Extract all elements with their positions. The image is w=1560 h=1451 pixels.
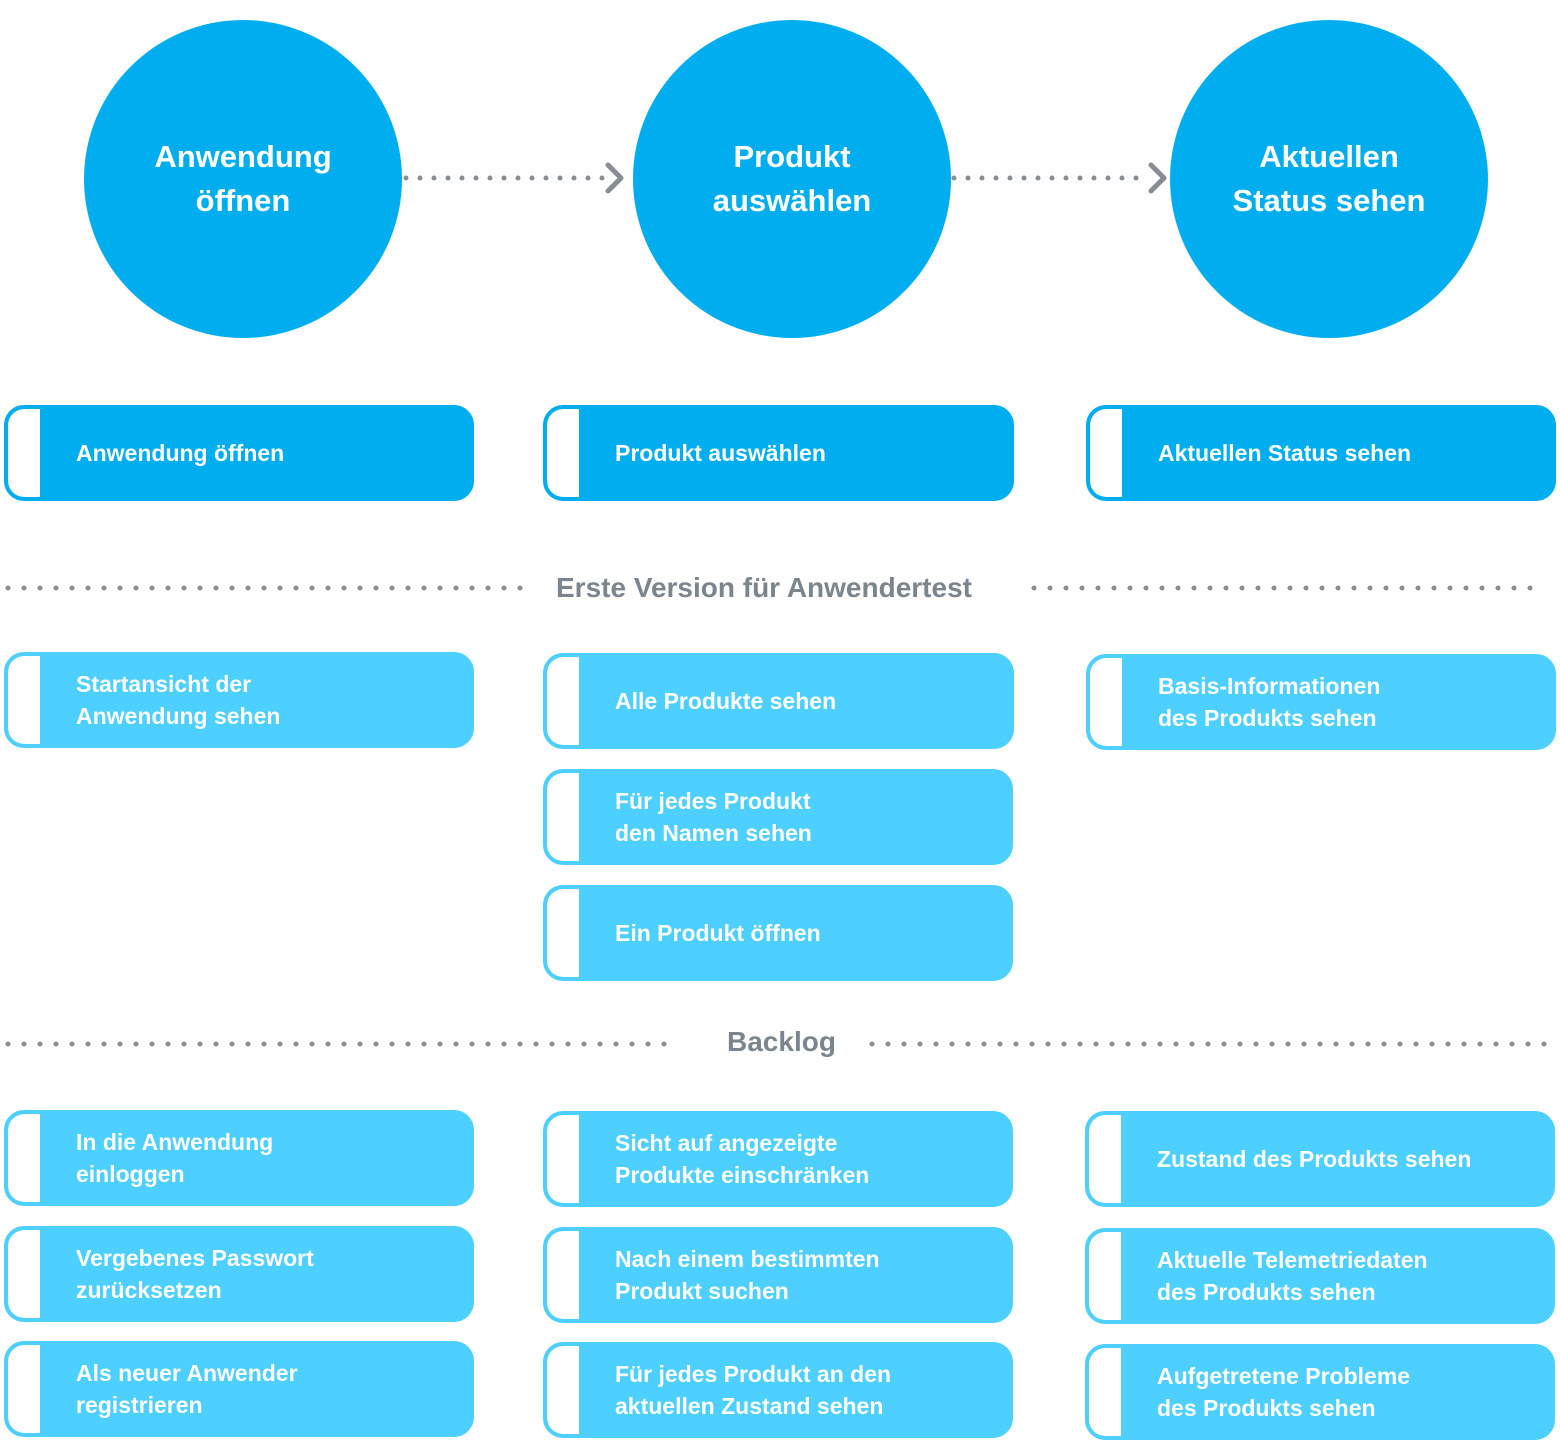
card-label: Ein Produkt öffnen xyxy=(615,920,821,946)
step-label: Produkt xyxy=(733,139,851,174)
card-stripe xyxy=(8,656,40,744)
story-card: Als neuer Anwender registrieren xyxy=(4,1341,474,1437)
card-label: den Namen sehen xyxy=(615,820,812,846)
card-label: Aktuellen Status sehen xyxy=(1158,440,1412,466)
card-label: Alle Produkte sehen xyxy=(615,688,837,714)
card-label: Aktuelle Telemetriedaten xyxy=(1157,1247,1428,1273)
card-stripe xyxy=(1089,1232,1121,1320)
step-circle-select-product: Produkt auswählen xyxy=(633,20,951,338)
activity-card-current-status: Aktuellen Status sehen xyxy=(1086,405,1556,501)
card-stripe xyxy=(547,773,579,861)
card-stripe xyxy=(547,889,579,977)
section-title-release: Erste Version für Anwendertest xyxy=(556,572,972,603)
card-stripe xyxy=(1089,1115,1121,1203)
card-stripe xyxy=(547,1115,579,1203)
section-title-backlog: Backlog xyxy=(727,1026,836,1057)
card-label: registrieren xyxy=(76,1392,203,1418)
story-card: Ein Produkt öffnen xyxy=(543,885,1013,981)
card-label: Startansicht der xyxy=(76,671,252,697)
card-label: Nach einem bestimmten xyxy=(615,1246,880,1272)
activity-card-select-product: Produkt auswählen xyxy=(543,405,1014,501)
story-card: Basis-Informationen des Produkts sehen xyxy=(1086,654,1556,750)
story-card: Aufgetretene Probleme des Produkts sehen xyxy=(1085,1344,1555,1440)
card-label: Anwendung sehen xyxy=(76,703,281,729)
story-card: Vergebenes Passwort zurücksetzen xyxy=(4,1226,474,1322)
card-stripe xyxy=(8,1345,40,1433)
story-card: Für jedes Produkt den Namen sehen xyxy=(543,769,1013,865)
card-label: Produkt auswählen xyxy=(615,440,826,466)
card-label: einloggen xyxy=(76,1161,185,1187)
card-stripe xyxy=(547,1231,579,1319)
card-label: zurücksetzen xyxy=(76,1277,222,1303)
story-card: Für jedes Produkt an den aktuellen Zustan… xyxy=(543,1342,1013,1438)
flow-arrowhead-2 xyxy=(1148,162,1167,194)
card-label: Produkt suchen xyxy=(615,1278,789,1304)
card-label: Anwendung öffnen xyxy=(76,440,285,466)
card-label: des Produkts sehen xyxy=(1157,1279,1376,1305)
step-circle-open-app: Anwendung öffnen xyxy=(84,20,402,338)
story-card: Alle Produkte sehen xyxy=(543,653,1014,749)
card-stripe xyxy=(1090,658,1122,746)
card-label: des Produkts sehen xyxy=(1158,705,1377,731)
card-label: Sicht auf angezeigte xyxy=(615,1130,838,1156)
card-stripe xyxy=(8,409,40,497)
card-stripe xyxy=(547,657,579,745)
card-stripe xyxy=(547,1346,579,1434)
step-label: öffnen xyxy=(195,183,291,218)
card-label: Für jedes Produkt xyxy=(615,788,811,814)
card-stripe xyxy=(1090,409,1122,497)
step-label: auswählen xyxy=(712,183,872,218)
card-stripe xyxy=(547,409,579,497)
story-card: Aktuelle Telemetriedaten des Produkts seh… xyxy=(1085,1228,1555,1324)
card-label: Vergebenes Passwort xyxy=(76,1245,314,1271)
card-stripe xyxy=(1089,1348,1121,1436)
story-card: Zustand des Produkts sehen xyxy=(1085,1111,1555,1207)
card-label: In die Anwendung xyxy=(76,1129,274,1155)
card-label: Zustand des Produkts sehen xyxy=(1157,1146,1472,1172)
card-label: Aufgetretene Probleme xyxy=(1157,1363,1411,1389)
card-label: Als neuer Anwender xyxy=(76,1360,298,1386)
card-label: Produkte einschränken xyxy=(615,1162,870,1188)
card-stripe xyxy=(8,1114,40,1202)
step-label: Status sehen xyxy=(1232,183,1426,218)
card-label: des Produkts sehen xyxy=(1157,1395,1376,1421)
story-card: In die Anwendung einloggen xyxy=(4,1110,474,1206)
flow-arrowhead-1 xyxy=(605,162,624,194)
activity-card-open-app: Anwendung öffnen xyxy=(4,405,474,501)
card-stripe xyxy=(8,1230,40,1318)
card-label: aktuellen Zustand sehen xyxy=(615,1393,884,1419)
card-label: Basis-Informationen xyxy=(1158,673,1381,699)
step-label: Anwendung xyxy=(154,139,332,174)
step-label: Aktuellen xyxy=(1259,139,1399,174)
card-label: Für jedes Produkt an den xyxy=(615,1361,892,1387)
